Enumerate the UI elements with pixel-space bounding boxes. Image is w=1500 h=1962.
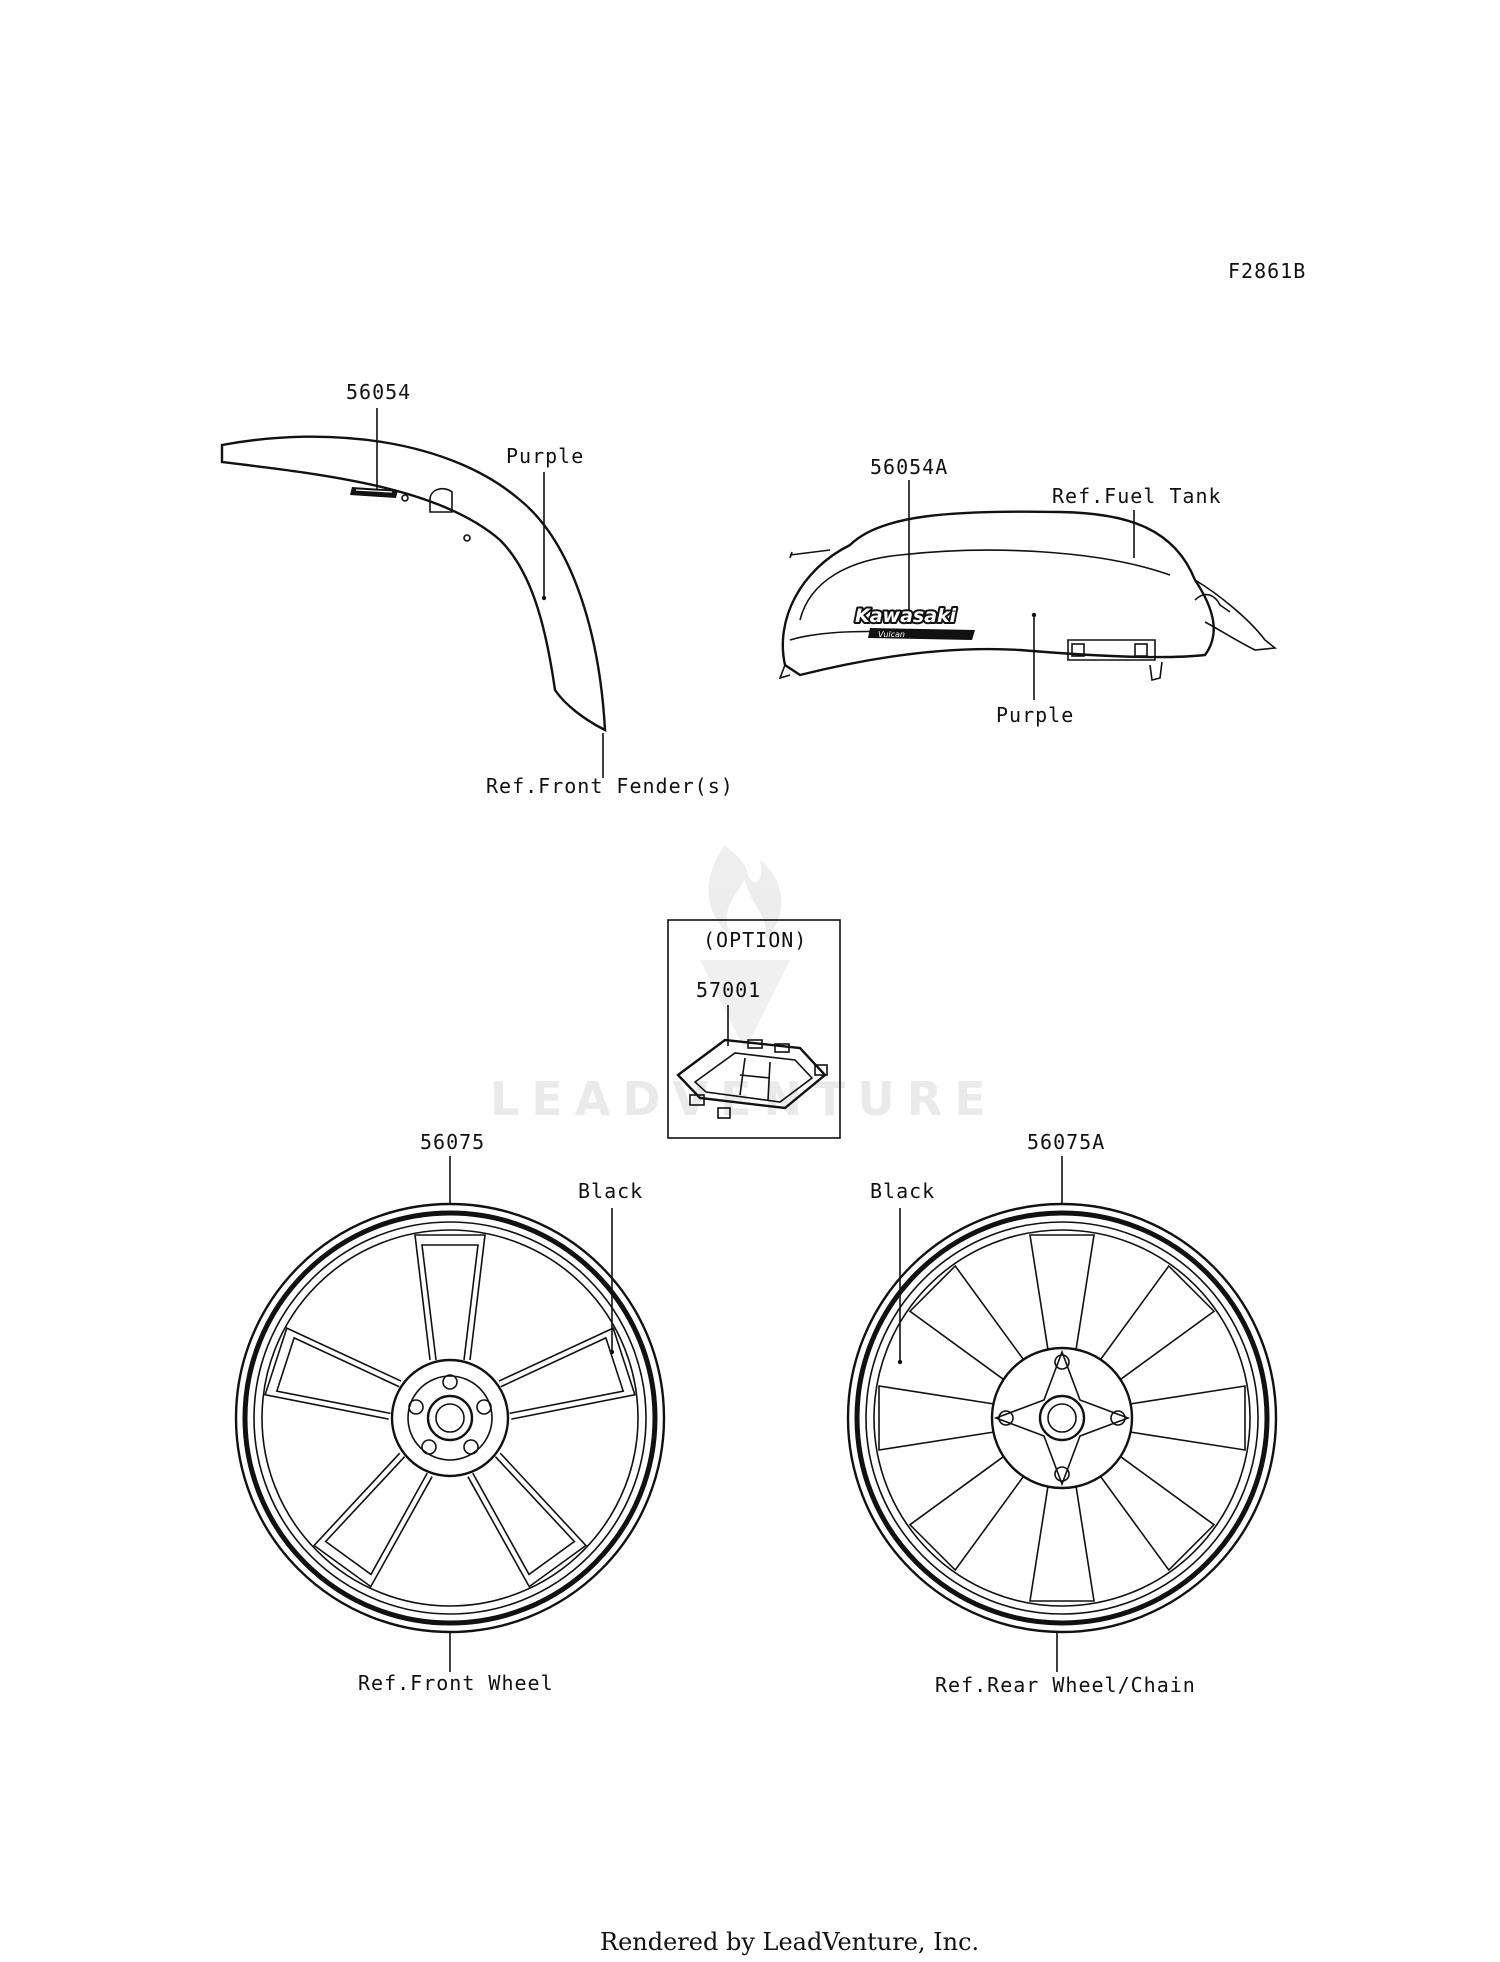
rear-wheel-drawing[interactable] bbox=[846, 1202, 1278, 1634]
front-fender-drawing[interactable] bbox=[220, 435, 607, 732]
tank-color-label: Purple bbox=[996, 703, 1074, 727]
fender-leaders bbox=[376, 408, 604, 778]
option-box: (OPTION) 57001 bbox=[667, 919, 841, 1139]
part-number-56075A[interactable]: 56075A bbox=[1027, 1130, 1105, 1154]
front-wheel-color-label: Black bbox=[578, 1179, 643, 1203]
fuel-tank-drawing[interactable]: Kawasaki Vulcan bbox=[778, 510, 1278, 681]
front-wheel-ref-label: Ref.Front Wheel bbox=[358, 1671, 554, 1695]
option-part-57001-drawing[interactable] bbox=[676, 1038, 828, 1119]
rear-wheel-hub bbox=[990, 1346, 1134, 1490]
tank-bracket bbox=[1067, 639, 1156, 661]
part-number-57001[interactable]: 57001 bbox=[696, 978, 761, 1002]
rear-wheel-color-label: Black bbox=[870, 1179, 935, 1203]
fuel-tank-ref-label: Ref.Fuel Tank bbox=[1052, 484, 1222, 508]
fender-color-label: Purple bbox=[506, 444, 584, 468]
part-number-56054A[interactable]: 56054A bbox=[870, 455, 948, 479]
rear-wheel-spokes bbox=[878, 1234, 1246, 1602]
part-number-56075[interactable]: 56075 bbox=[420, 1130, 485, 1154]
figure-code: F2861B bbox=[1228, 259, 1306, 283]
rear-wheel-ref-label: Ref.Rear Wheel/Chain bbox=[935, 1673, 1196, 1697]
front-wheel-drawing[interactable] bbox=[234, 1202, 666, 1634]
tank-leaders bbox=[908, 480, 1135, 700]
footer-credit: Rendered by LeadVenture, Inc. bbox=[600, 1928, 979, 1956]
rear-wheel-leaders bbox=[899, 1156, 1063, 1672]
front-wheel-hub bbox=[390, 1358, 510, 1478]
vulcan-logo: Vulcan bbox=[878, 630, 905, 639]
leadventure-watermark: LEADVENTURE bbox=[490, 845, 998, 1126]
fender-decal-56054[interactable] bbox=[350, 487, 398, 498]
kawasaki-logo: Kawasaki bbox=[855, 605, 957, 627]
option-label: (OPTION) bbox=[703, 928, 807, 952]
tank-decal-56054A[interactable]: Kawasaki Vulcan bbox=[853, 603, 975, 640]
part-number-56054[interactable]: 56054 bbox=[346, 380, 411, 404]
front-fender-ref-label: Ref.Front Fender(s) bbox=[486, 774, 734, 798]
watermark-text: LEADVENTURE bbox=[490, 1072, 998, 1126]
front-wheel-leaders bbox=[449, 1156, 613, 1672]
front-wheel-spokes bbox=[264, 1234, 636, 1588]
